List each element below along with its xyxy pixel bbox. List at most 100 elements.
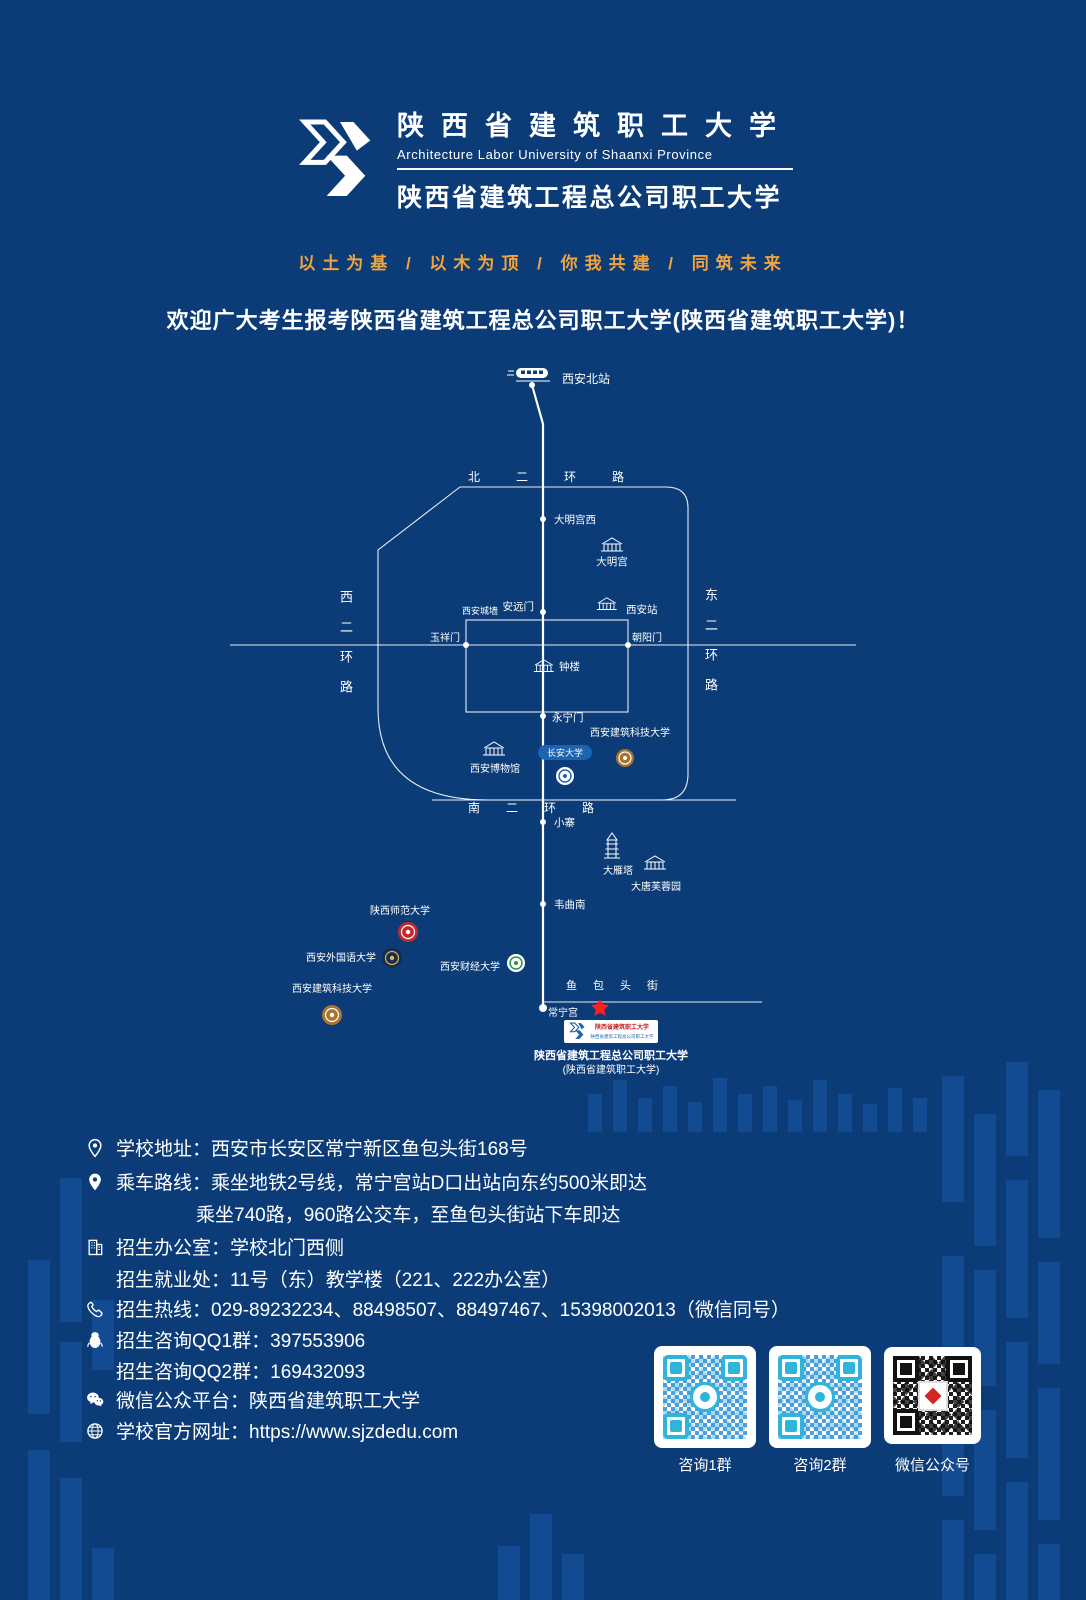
changan-univ-pill bbox=[538, 745, 592, 760]
contact-hotline: 招生热线：029-89232234、88498507、88497467、1539… bbox=[116, 1300, 790, 1321]
qr-corner-marker bbox=[778, 1355, 804, 1381]
decor-bar bbox=[813, 1080, 827, 1132]
metro-stations bbox=[463, 382, 631, 1012]
decor-bar bbox=[28, 1450, 50, 1600]
decor-bar bbox=[1038, 1090, 1060, 1238]
map-label-xufe: 西安财经大学 bbox=[440, 960, 500, 973]
map-label-city-wall: 西安城墙 bbox=[462, 605, 498, 616]
decor-bar bbox=[974, 1114, 996, 1246]
contact-route-row: 乘车路线：乘坐地铁2号线，常宁宫站D口出站向东约500米即达 bbox=[84, 1168, 647, 1195]
bell-tower-icon bbox=[533, 659, 554, 672]
decor-bar bbox=[838, 1094, 852, 1132]
school-logo-box: 陕西省建筑职工大学 陕西省建筑工程总公司职工大学 bbox=[564, 1020, 658, 1043]
map-label-xian-station: 西安站 bbox=[626, 603, 658, 616]
contact-website-row: 学校官方网址：https://www.sjzdedu.com bbox=[84, 1417, 458, 1444]
xisu-badge bbox=[382, 948, 402, 968]
qr-corner-marker bbox=[893, 1356, 919, 1382]
map-label-yongningmen: 永宁门 bbox=[552, 711, 584, 724]
contact-qq1-row: 招生咨询QQ1群：397553906 bbox=[84, 1326, 365, 1353]
decor-bar bbox=[1038, 1544, 1060, 1600]
decor-bar bbox=[1006, 1180, 1028, 1318]
contact-website: 学校官方网址：https://www.sjzdedu.com bbox=[116, 1422, 459, 1443]
contact-address: 学校地址：西安市长安区常宁新区鱼包头街168号 bbox=[116, 1139, 528, 1160]
datang-park-icon bbox=[644, 855, 666, 870]
school-logo-header: 陕西省建筑职工大学 Architecture Labor University … bbox=[0, 104, 1086, 214]
qr-center-logo bbox=[690, 1382, 720, 1412]
contact-hotline-row: 招生热线：029-89232234、88498507、88497467、1539… bbox=[84, 1295, 790, 1322]
decor-bar bbox=[738, 1094, 752, 1132]
xian-museum-icon bbox=[483, 741, 505, 756]
decor-bar bbox=[498, 1546, 520, 1600]
xian-station-icon bbox=[596, 597, 617, 610]
contact-office2: 招生就业处：11号（东）教学楼（221、222办公室） bbox=[116, 1270, 561, 1291]
qq-icon bbox=[84, 1329, 106, 1351]
map-label-yubaotou-street: 鱼包头街 bbox=[566, 978, 674, 992]
map-label-dayanta: 大雁塔 bbox=[603, 864, 633, 877]
decor-bar bbox=[942, 1076, 964, 1202]
decor-bar bbox=[60, 1342, 82, 1442]
city-wall-outline bbox=[465, 619, 629, 713]
building-icon bbox=[84, 1236, 106, 1258]
decor-bar bbox=[588, 1094, 602, 1132]
decor-bar bbox=[638, 1098, 652, 1132]
map-label-shaanxi-normal: 陕西师范大学 bbox=[370, 904, 430, 917]
decor-bar bbox=[942, 1256, 964, 1352]
qr-corner-marker bbox=[663, 1413, 689, 1439]
xian-transit-map: 长安大学 陕西省建筑职工大学 陕西省建筑工程总公司职工大学 陕西省建筑工程总公司… bbox=[230, 368, 856, 1076]
wechat-icon bbox=[84, 1389, 106, 1411]
school-name-alt: 陕西省建筑工程总公司职工大学 bbox=[397, 184, 783, 212]
qr-corner-marker bbox=[893, 1409, 919, 1435]
qr-corner-marker bbox=[836, 1355, 862, 1381]
decor-bar bbox=[60, 1478, 82, 1600]
map-label-north-station: 西安北站 bbox=[562, 371, 610, 386]
school-logo-icon bbox=[293, 117, 377, 201]
contact-qq2: 招生咨询QQ2群：169432093 bbox=[116, 1362, 366, 1383]
contact-office1: 招生办公室：学校北门西侧 bbox=[116, 1238, 345, 1259]
map-label-south-ring: 南二环路 bbox=[468, 800, 620, 815]
map-label-anyuanmen: 安远门 bbox=[503, 600, 535, 613]
dayanta-pagoda-icon bbox=[604, 832, 620, 859]
decor-bar bbox=[613, 1080, 627, 1132]
contact-address-row: 学校地址：西安市长安区常宁新区鱼包头街168号 bbox=[84, 1134, 528, 1161]
contact-wechat: 微信公众平台：陕西省建筑职工大学 bbox=[116, 1391, 421, 1412]
qr-label-wechat: 微信公众号 bbox=[894, 1457, 970, 1474]
qr-corner-marker bbox=[778, 1413, 804, 1439]
map-label-west-ring: 西二环路 bbox=[338, 590, 353, 710]
jianda-south-badge bbox=[322, 1005, 342, 1025]
decor-bar bbox=[788, 1100, 802, 1132]
decor-bar bbox=[1038, 1262, 1060, 1364]
contact-qq1: 招生咨询QQ1群：397553906 bbox=[116, 1331, 366, 1352]
map-label-bell-tower: 钟楼 bbox=[559, 660, 580, 673]
qr-label-group2: 咨询2群 bbox=[793, 1457, 847, 1474]
map-label-weiqunan: 韦曲南 bbox=[554, 898, 586, 911]
phone-icon bbox=[84, 1298, 106, 1320]
map-label-north-ring: 北二环路 bbox=[468, 469, 660, 484]
decor-bar bbox=[92, 1548, 114, 1600]
qr-center-logo bbox=[805, 1382, 835, 1412]
contact-route2: 乘坐740路，960路公交车，至鱼包头街站下车即达 bbox=[196, 1205, 621, 1226]
decor-bar bbox=[92, 1300, 114, 1370]
map-label-damingong-west: 大明宫西 bbox=[554, 513, 596, 526]
metro-line-2 bbox=[530, 384, 545, 1008]
route-pin-icon bbox=[84, 1171, 106, 1193]
qr-corner-marker bbox=[721, 1355, 747, 1381]
map-label-east-ring: 东二环路 bbox=[703, 588, 718, 708]
decor-bar bbox=[913, 1098, 927, 1132]
welcome-message: 欢迎广大考生报考陕西省建筑工程总公司职工大学(陕西省建筑职工大学)！ bbox=[166, 308, 920, 333]
decor-bar bbox=[942, 1520, 964, 1600]
decor-bar bbox=[1006, 1482, 1028, 1600]
qr-label-group1: 咨询1群 bbox=[678, 1457, 732, 1474]
decor-bar bbox=[1006, 1342, 1028, 1458]
map-label-xisu: 西安外国语大学 bbox=[306, 951, 376, 964]
contact-route2-row: 乘坐740路，960路公交车，至鱼包头街站下车即达 bbox=[196, 1200, 620, 1227]
school-name-en: Architecture Labor University of Shaanxi… bbox=[397, 143, 793, 170]
shaanxi-normal-badge bbox=[398, 922, 418, 942]
map-label-damingong: 大明宫 bbox=[596, 555, 628, 568]
decor-bar bbox=[28, 1260, 50, 1414]
decor-bar bbox=[1006, 1062, 1028, 1156]
contact-route1: 乘车路线：乘坐地铁2号线，常宁宫站D口出站向东约500米即达 bbox=[116, 1173, 647, 1194]
slogan: 以土为基 / 以木为顶 / 你我共建 / 同筑未来 bbox=[298, 254, 788, 273]
decor-bar bbox=[688, 1102, 702, 1132]
decor-bar bbox=[1038, 1388, 1060, 1520]
